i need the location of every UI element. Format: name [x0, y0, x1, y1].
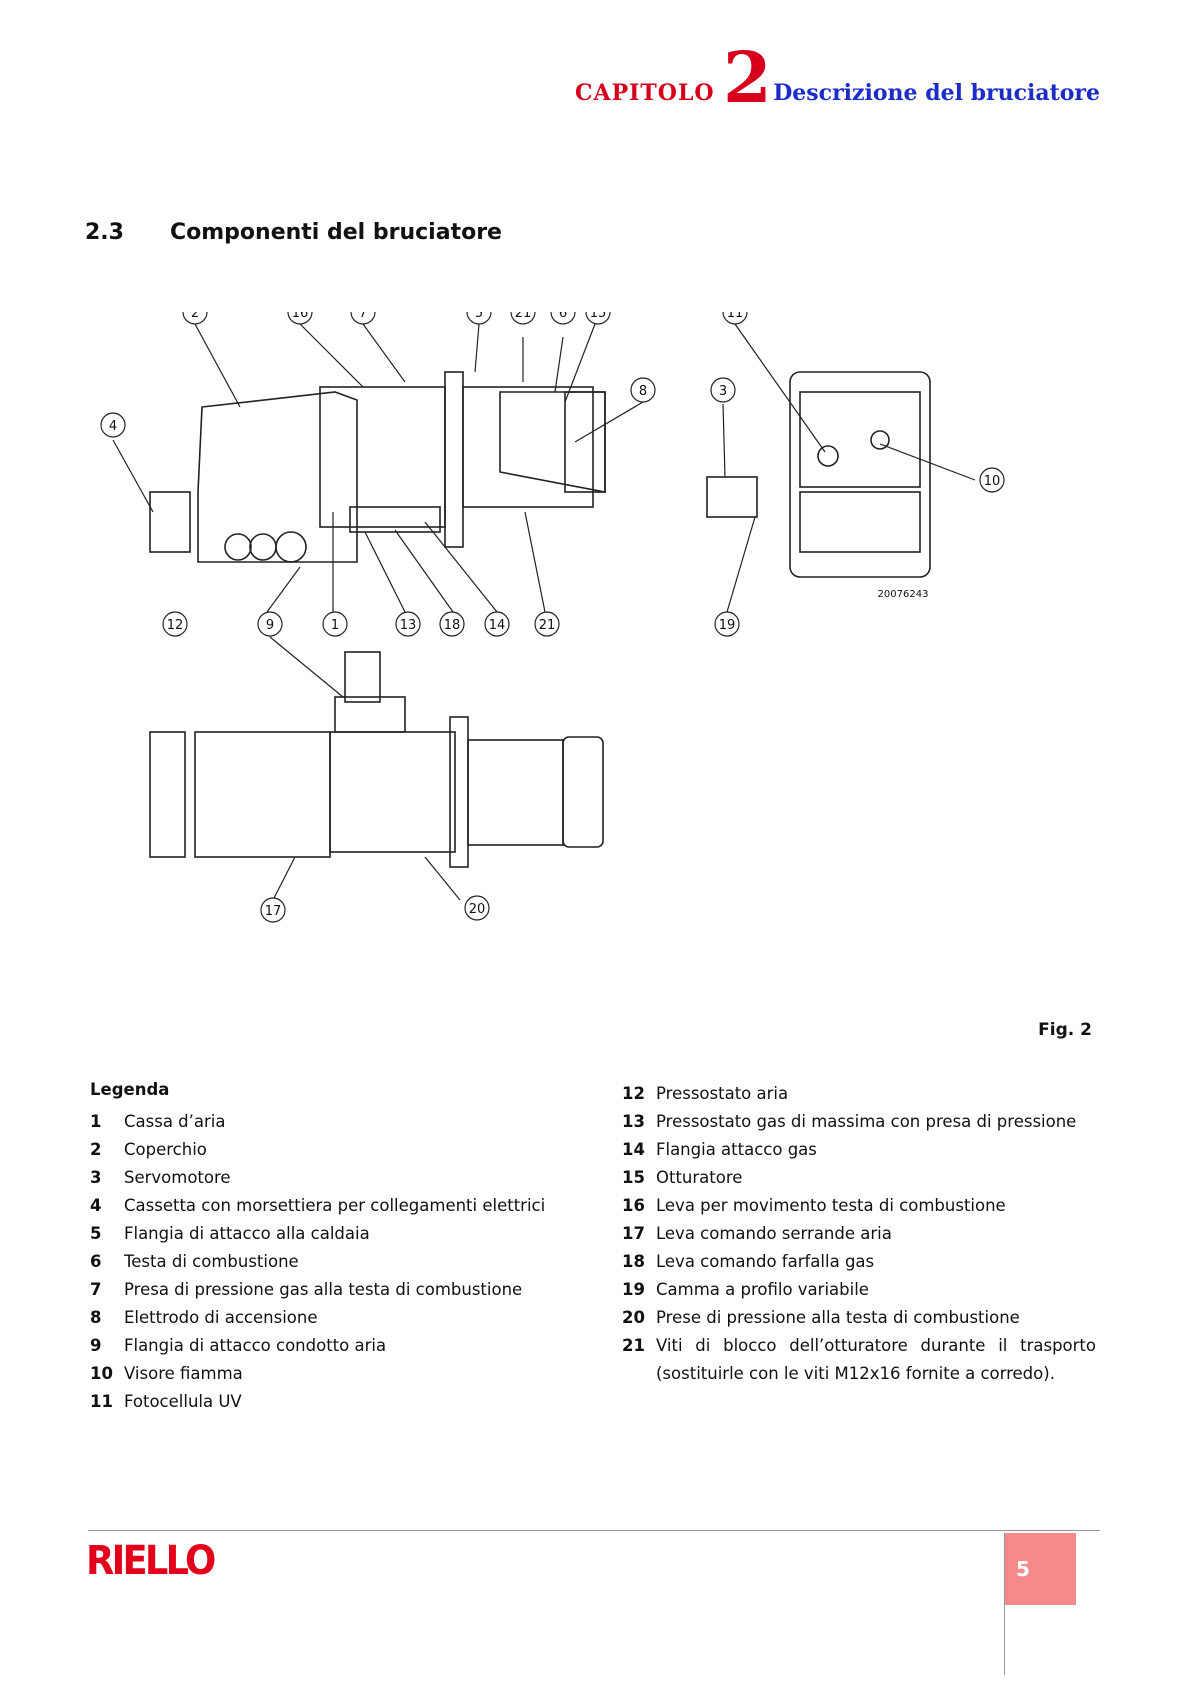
- figure-label: Fig. 2: [1038, 1020, 1092, 1040]
- footer-divider: [88, 1530, 1100, 1531]
- callout-label: 12: [167, 618, 184, 633]
- callout-label: 20: [469, 902, 486, 917]
- chapter-word: CAPITOLO: [575, 80, 715, 106]
- callout-label: 16: [292, 312, 309, 321]
- callout-label: 18: [444, 618, 461, 633]
- air-box-shape: [197, 391, 358, 563]
- front-view-shape: [789, 371, 931, 578]
- callout-label: 8: [639, 384, 647, 399]
- footer-vertical-divider: [1004, 1533, 1005, 1675]
- callout-label: 15: [590, 312, 607, 321]
- callout-label: 1: [331, 618, 339, 633]
- callout-label: 17: [265, 904, 282, 919]
- housing-shape: [319, 386, 446, 528]
- legend-title: Legenda: [90, 1080, 170, 1099]
- burner-figure: 2 16 7 5 21 6 15 8 4 12 9 1 13 18 14 21 …: [95, 299, 1095, 1012]
- callout-label: 21: [539, 618, 556, 633]
- callout-label: 19: [719, 618, 736, 633]
- callout-label: 13: [400, 618, 417, 633]
- callout-label: 10: [984, 474, 1001, 489]
- top-view-box: [149, 731, 186, 858]
- section-heading: 2.3 Componenti del bruciatore: [85, 220, 502, 245]
- chapter-number: 2: [723, 36, 772, 119]
- callout-label: 9: [266, 618, 274, 633]
- callout-label: 14: [489, 618, 506, 633]
- section-title: Componenti del bruciatore: [170, 220, 502, 245]
- callout-label: 3: [719, 384, 727, 399]
- drawing-code: 20076243: [878, 589, 929, 600]
- page-number: 5: [1016, 1557, 1030, 1581]
- riello-logo: RIELLO: [86, 1538, 216, 1584]
- section-number: 2.3: [85, 220, 124, 245]
- callout-label: 21: [515, 312, 532, 321]
- callout-label: 5: [475, 312, 483, 321]
- chapter-header: CAPITOLO 2 Descrizione del bruciatore: [560, 38, 1100, 118]
- burner-drawing: 2 16 7 5 21 6 15 8 4 12 9 1 13 18 14 21 …: [100, 299, 1005, 923]
- terminal-box-shape: [149, 491, 191, 553]
- callout-label: 2: [191, 312, 199, 321]
- callout-label: 11: [727, 312, 744, 321]
- callout-label: 6: [559, 312, 567, 321]
- callout-label: 7: [359, 312, 367, 321]
- chapter-title: Descrizione del bruciatore: [773, 80, 1100, 106]
- callout-label: 4: [109, 419, 117, 434]
- page-number-box: [1005, 1533, 1076, 1605]
